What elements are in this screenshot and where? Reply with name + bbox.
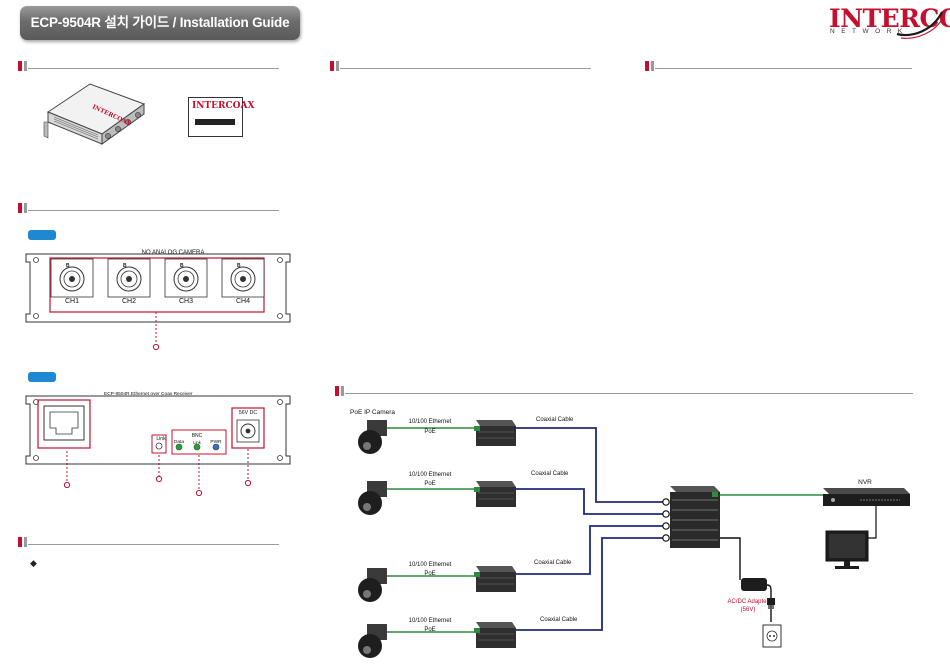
led-label-pwr: PWR xyxy=(210,440,222,445)
ip-camera-4-icon xyxy=(358,624,387,658)
power-label: 56V DC xyxy=(238,410,258,416)
svg-text:B: B xyxy=(180,263,184,269)
ethernet-label-1: 10/100 Ethernet xyxy=(408,419,452,425)
wall-outlet-icon xyxy=(762,624,782,648)
section-marker-panels-grey xyxy=(24,203,27,213)
ip-camera-3-icon xyxy=(358,568,387,602)
section-marker-panels xyxy=(18,203,22,213)
link-label: Link xyxy=(156,436,166,442)
coax-label-1: Coaxial Cable xyxy=(536,417,574,423)
front-callout-dot xyxy=(152,343,160,351)
brand-logo: INTERCOAX xyxy=(829,4,950,33)
rear-panel-tag xyxy=(28,372,56,382)
section-marker-notes xyxy=(18,537,22,547)
nvr-device-icon xyxy=(823,488,910,506)
adapter-label: AC/DC Adapter xyxy=(727,599,769,605)
coax-label-2: Coaxial Cable xyxy=(531,471,569,477)
section-rule-package xyxy=(28,68,279,69)
camera-label: PoE IP Camera xyxy=(350,409,396,416)
rear-panel xyxy=(25,395,291,465)
ethernet-label-2: 10/100 Ethernet xyxy=(408,472,452,478)
bnc-led-label: BNC xyxy=(191,433,203,439)
section-marker-package-grey xyxy=(24,61,27,71)
section-marker-middle-grey xyxy=(336,61,339,71)
link-indicator-highlight xyxy=(151,434,167,454)
section-marker-diagram xyxy=(335,386,339,396)
product-device-icon: INTERCOAX xyxy=(43,83,146,145)
section-marker-package xyxy=(18,61,22,71)
transmitter-4-icon xyxy=(474,622,516,648)
adapter-voltage-label: (56V) xyxy=(740,607,756,613)
section-rule-middle xyxy=(340,68,591,69)
ip-camera-2-icon xyxy=(358,481,387,515)
channel-label-ch4: CH4 xyxy=(235,298,250,305)
ethernet-label-3: 10/100 Ethernet xyxy=(408,562,452,568)
power-led-icon xyxy=(212,443,220,451)
logo-card-brand: INTERCOAX xyxy=(192,101,255,111)
logo-swoosh-icon xyxy=(896,11,944,39)
coax-label-4: Coaxial Cable xyxy=(540,617,578,623)
rear-callouts xyxy=(63,449,252,497)
led-label-data: Data xyxy=(173,440,185,445)
poe-label-3: PoE xyxy=(424,571,436,577)
logo-card-strip xyxy=(195,119,235,125)
svg-text:B: B xyxy=(123,263,127,269)
section-rule-right xyxy=(655,68,912,69)
notes-bullet-icon: ◆ xyxy=(30,558,37,568)
ethernet-label-4: 10/100 Ethernet xyxy=(408,618,452,624)
channel-label-ch1: CH1 xyxy=(64,298,79,305)
link-indicator-icon xyxy=(155,442,163,450)
led-label-link: Link xyxy=(193,440,201,445)
coax-label-3: Coaxial Cable xyxy=(534,560,572,566)
bnc-jack-ch3: B xyxy=(164,258,208,298)
transmitter-3-icon xyxy=(474,566,516,592)
poe-label-1: PoE xyxy=(424,429,436,435)
bnc-jack-ch2: B xyxy=(107,258,151,298)
section-marker-right xyxy=(645,61,649,71)
poe-label-2: PoE xyxy=(424,481,436,487)
section-marker-right-grey xyxy=(651,61,654,71)
page-title: ECP-9504R 설치 가이드 / Installation Guide xyxy=(30,15,290,30)
data-led-icon xyxy=(175,443,183,451)
section-marker-middle xyxy=(330,61,334,71)
led-group-highlight xyxy=(171,429,227,455)
svg-text:B: B xyxy=(66,263,70,269)
header-banner: ECP-9504R 설치 가이드 / Installation Guide xyxy=(20,6,300,40)
front-panel-label: NO ANALOG CAMERA xyxy=(141,250,205,256)
poe-label-4: PoE xyxy=(424,627,436,633)
bnc-jack-ch4: B xyxy=(221,258,265,298)
front-panel-jacks: B B B B xyxy=(50,258,265,351)
front-panel-tag xyxy=(28,230,56,240)
transmitter-1-icon xyxy=(474,420,516,446)
section-rule-panels xyxy=(28,210,279,211)
power-jack-highlight xyxy=(231,407,265,449)
section-marker-notes-grey xyxy=(24,537,27,547)
rj45-highlight xyxy=(37,399,91,449)
rear-model-label: ECP-9504R Ethernet over Coax Receiver xyxy=(104,392,193,397)
bnc-jack-ch1: B xyxy=(50,258,94,298)
link-led-icon xyxy=(193,443,201,451)
section-rule-diagram xyxy=(345,393,913,394)
logo-card: INTERCOAX xyxy=(188,97,254,137)
ip-camera-1-icon xyxy=(358,420,387,454)
channel-label-ch2: CH2 xyxy=(121,298,136,305)
channel-label-ch3: CH3 xyxy=(178,298,193,305)
transmitter-2-icon xyxy=(474,481,516,507)
power-adapter-icon xyxy=(741,578,775,609)
section-marker-diagram-grey xyxy=(341,386,344,396)
receiver-device-icon xyxy=(662,486,720,548)
svg-text:B: B xyxy=(237,263,241,269)
monitor-icon xyxy=(825,530,869,569)
nvr-label: NVR xyxy=(858,479,872,486)
section-rule-notes xyxy=(28,544,279,545)
brand-tagline: NETWORK xyxy=(830,28,909,35)
